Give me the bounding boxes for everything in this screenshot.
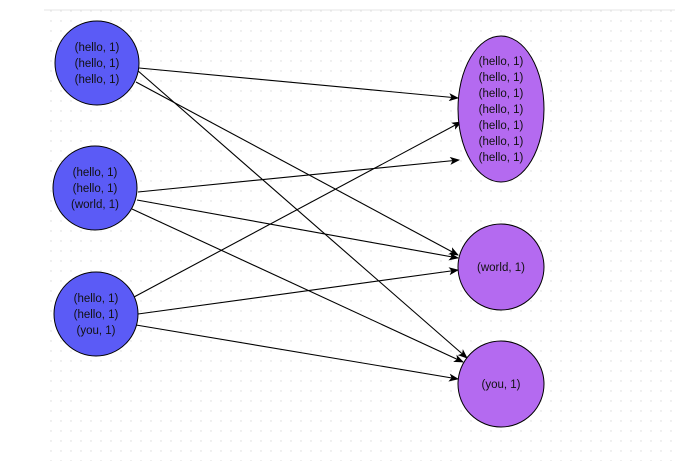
node-label: (hello, 1) [73, 167, 118, 179]
source-node-src-3[interactable]: (hello, 1) (hello, 1) (you, 1) [53, 271, 139, 357]
node-label: (hello, 1) [73, 183, 118, 195]
node-label: (hello, 1) [75, 42, 120, 54]
nodes-layer: (hello, 1)(hello, 1)(hello, 1)(hello, 1)… [52, 20, 545, 428]
source-node-src-2[interactable]: (hello, 1) (hello, 1) (world, 1) [52, 145, 138, 231]
node-label: (hello, 1) [479, 120, 524, 132]
edge-src-1-to-tgt-you [136, 69, 468, 359]
edge-src-2-to-tgt-hello [137, 156, 460, 193]
target-node-shape[interactable] [457, 35, 545, 183]
node-label: (you, 1) [482, 379, 521, 391]
target-node-shape[interactable] [457, 340, 545, 428]
node-label: (hello, 1) [75, 58, 120, 70]
node-label: (hello, 1) [479, 104, 524, 116]
grid-background [44, 10, 675, 461]
source-node-src-1[interactable]: (hello, 1) (hello, 1) (hello, 1) [54, 20, 140, 106]
target-node-tgt-world[interactable]: (world, 1) [457, 223, 545, 311]
source-node-shape[interactable] [53, 271, 139, 357]
node-label: (hello, 1) [479, 136, 524, 148]
edge-src-3-to-tgt-you [135, 324, 459, 382]
target-node-shape[interactable] [457, 223, 545, 311]
edge-src-3-to-tgt-hello [133, 121, 462, 298]
node-label: (world, 1) [477, 262, 525, 274]
target-node-tgt-hello[interactable]: (hello, 1) (hello, 1) (hello, 1) (hello, 1)… [457, 35, 545, 183]
node-label: (world, 1) [71, 199, 119, 211]
edge-src-3-to-tgt-world [137, 267, 459, 315]
node-label: (hello, 1) [479, 88, 524, 100]
node-label: (hello, 1) [479, 152, 524, 164]
node-label: (hello, 1) [479, 72, 524, 84]
source-node-shape[interactable] [52, 145, 138, 231]
node-label: (hello, 1) [74, 309, 119, 321]
edge-src-1-to-tgt-hello [138, 67, 459, 102]
node-label: (you, 1) [77, 325, 116, 337]
edge-src-2-to-tgt-you [131, 208, 464, 363]
source-node-shape[interactable] [54, 20, 140, 106]
node-label: (hello, 1) [479, 56, 524, 68]
edge-src-2-to-tgt-world [136, 199, 459, 261]
node-label: (hello, 1) [75, 74, 120, 86]
edges-layer [131, 67, 468, 382]
edge-src-1-to-tgt-world [135, 81, 459, 256]
node-label: (hello, 1) [74, 293, 119, 305]
target-node-tgt-you[interactable]: (you, 1) [457, 340, 545, 428]
